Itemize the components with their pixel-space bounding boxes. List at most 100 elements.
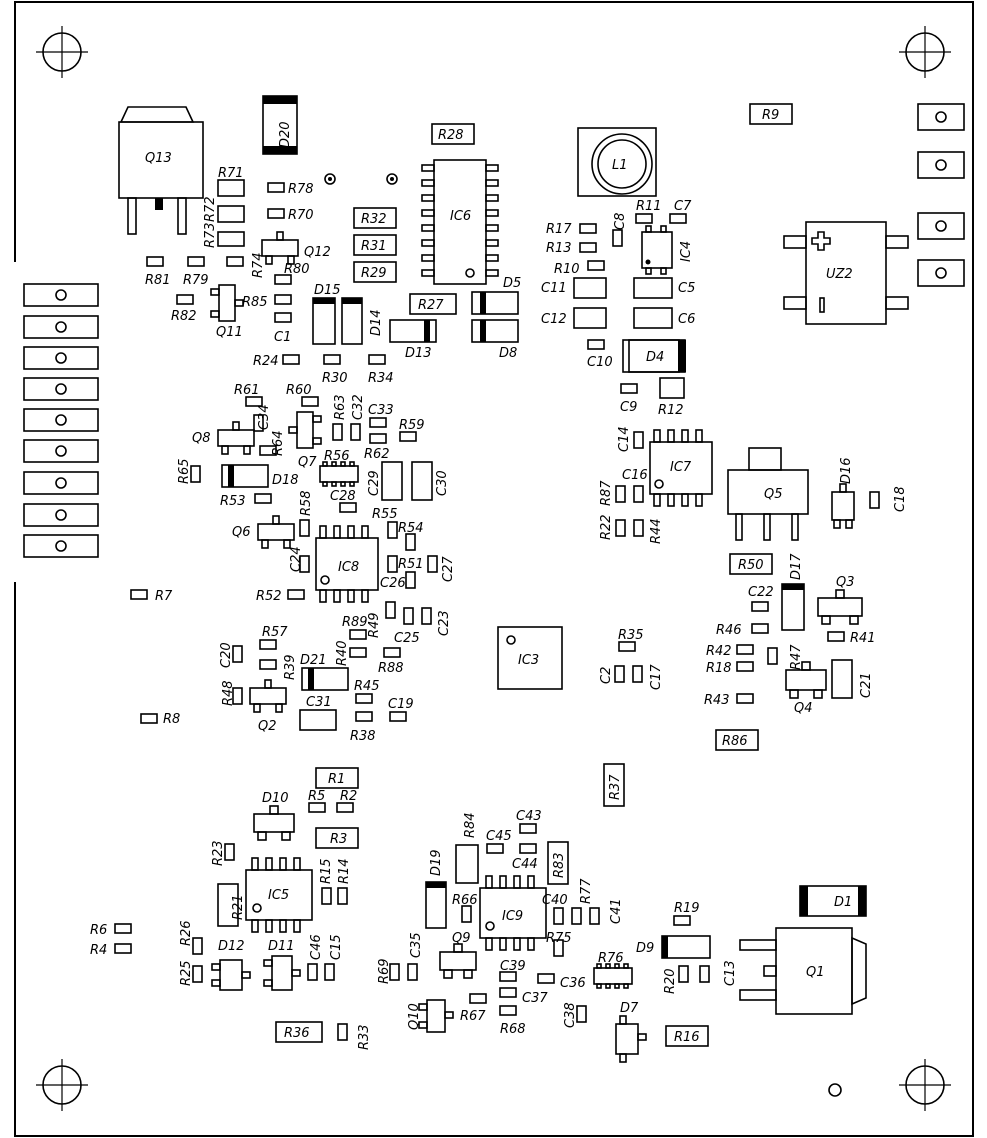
label-c16: C16 (622, 468, 648, 483)
label-c10: C10 (587, 355, 613, 370)
label-r54: R54 (398, 521, 424, 536)
component-d5 (471, 291, 519, 315)
label-c8: C8 (613, 213, 628, 230)
label-uz2: UZ2 (826, 267, 853, 282)
label-r81: R81 (145, 273, 171, 288)
label-r72: R72 (203, 196, 218, 222)
label-ic3: IC3 (518, 653, 539, 668)
label-q4: Q4 (794, 701, 813, 716)
connector-pin-icon (23, 315, 99, 339)
connector-pin-icon (23, 439, 99, 463)
connector-pin-icon (23, 346, 99, 370)
label-r45: R45 (354, 679, 380, 694)
component-q5 (727, 447, 809, 541)
component-ic8 (315, 525, 379, 603)
label-c13: C13 (723, 960, 738, 986)
label-r20: R20 (663, 968, 678, 994)
label-r10: R10 (554, 262, 580, 277)
label-c2: C2 (599, 667, 614, 684)
label-r21: R21 (231, 894, 246, 920)
label-r48: R48 (221, 680, 236, 706)
label-r44: R44 (649, 518, 664, 544)
label-r25: R25 (179, 960, 194, 986)
label-c11: C11 (541, 281, 567, 296)
label-r41: R41 (850, 631, 876, 646)
component-q11 (210, 284, 244, 322)
connector-pin-icon (917, 212, 965, 240)
component-d9 (661, 935, 711, 959)
label-c41: C41 (609, 898, 624, 924)
label-r15: R15 (319, 858, 334, 884)
label-c29: C29 (367, 470, 382, 496)
component-d8 (471, 319, 519, 343)
label-d9: D9 (636, 941, 654, 956)
label-r53: R53 (220, 494, 246, 509)
label-r58: R58 (299, 490, 314, 516)
component-c5 (633, 277, 673, 299)
via-hole (324, 173, 336, 185)
component-ic9 (479, 875, 547, 951)
via-hole (386, 173, 398, 185)
label-r9: R9 (762, 108, 779, 123)
label-r30: R30 (322, 371, 348, 386)
connector-pin-icon (917, 151, 965, 179)
component-l1 (577, 127, 657, 197)
component-d10 (253, 805, 295, 841)
label-ic4: IC4 (679, 241, 694, 262)
label-r76: R76 (598, 951, 624, 966)
label-q6: Q6 (232, 525, 251, 540)
component-q12 (261, 231, 299, 265)
component-c29 (381, 461, 403, 501)
component-q1 (739, 927, 867, 1015)
component-ic7 (649, 429, 713, 507)
label-q8: Q8 (192, 431, 211, 446)
component-uz2 (783, 221, 909, 325)
label-c9: C9 (620, 400, 637, 415)
label-r56: R56 (324, 449, 350, 464)
label-r23: R23 (211, 840, 226, 866)
component-d19 (425, 881, 447, 929)
label-d20: D20 (278, 121, 293, 148)
label-c15: C15 (329, 934, 344, 960)
mounting-hole-icon (36, 26, 88, 78)
label-q1: Q1 (806, 965, 825, 980)
label-r49: R49 (367, 612, 382, 638)
label-d10: D10 (262, 791, 289, 806)
label-r50: R50 (738, 558, 764, 573)
label-c39: C39 (500, 959, 526, 974)
label-c32: C32 (351, 394, 366, 420)
mounting-hole-icon (899, 26, 951, 78)
label-c7: C7 (674, 199, 692, 214)
connector-pin-icon (917, 103, 965, 131)
label-c44: C44 (512, 857, 538, 872)
label-c23: C23 (437, 610, 452, 636)
label-r84: R84 (463, 812, 478, 838)
right-connector (917, 103, 965, 287)
label-r89: R89 (342, 615, 368, 630)
connector-pin-icon (23, 408, 99, 432)
label-r35: R35 (618, 628, 644, 643)
label-c14: C14 (617, 426, 632, 452)
label-r78: R78 (288, 182, 314, 197)
label-r77: R77 (579, 878, 594, 904)
label-r4: R4 (90, 943, 107, 958)
label-c26: C26 (380, 576, 406, 591)
boxed-labels (217, 103, 793, 1047)
component-q2 (249, 679, 287, 713)
label-c25: C25 (394, 631, 420, 646)
label-r39: R39 (283, 654, 298, 680)
component-q8 (217, 421, 255, 455)
label-r55: R55 (372, 507, 398, 522)
label-r24: R24 (253, 354, 279, 369)
component-q13 (118, 106, 204, 235)
component-r76 (593, 963, 633, 989)
component-d17 (781, 583, 805, 631)
label-c6: C6 (678, 312, 695, 327)
label-r22: R22 (599, 514, 614, 540)
component-d4 (622, 339, 686, 373)
label-r6: R6 (90, 923, 107, 938)
label-r79: R79 (183, 273, 209, 288)
label-r88: R88 (378, 661, 404, 676)
component-q7 (288, 411, 322, 449)
